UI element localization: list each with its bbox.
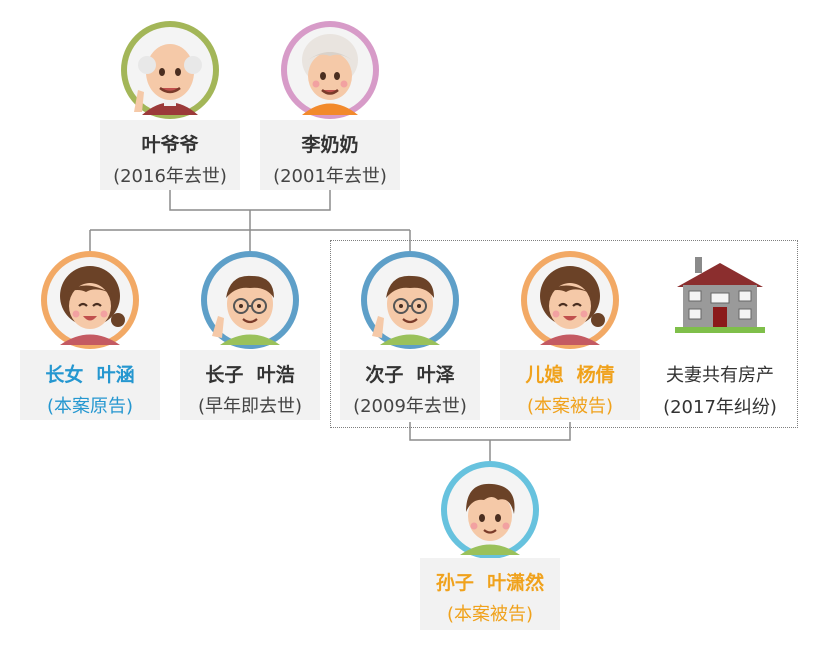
grandson-avatar bbox=[440, 460, 540, 560]
second-son-avatar bbox=[360, 250, 460, 350]
grandpa-note: (2016年去世) bbox=[113, 166, 227, 187]
eldest-daughter-avatar bbox=[40, 250, 140, 350]
grandpa-name: 叶爷爷 bbox=[141, 134, 199, 156]
eldest-son-label: 长子 叶浩 (早年即去世) bbox=[180, 350, 320, 420]
eldest-daughter-name: 长女 叶涵 bbox=[45, 364, 135, 386]
grandpa-label: 叶爷爷 (2016年去世) bbox=[100, 120, 240, 190]
grandson-label: 孙子 叶潇然 (本案被告) bbox=[420, 558, 560, 630]
grandson-name: 孙子 叶潇然 bbox=[435, 572, 545, 594]
eldest-son-note: (早年即去世) bbox=[197, 396, 303, 417]
grandma-note: (2001年去世) bbox=[273, 166, 387, 187]
second-son-household-box bbox=[330, 240, 798, 428]
daughter-in-law-note: (本案被告) bbox=[526, 396, 614, 417]
property-label: 夫妻共有房产 (2017年纠纷) bbox=[645, 360, 795, 424]
grandson-note: (本案被告) bbox=[446, 604, 534, 625]
daughter-in-law-label: 儿媳 杨倩 (本案被告) bbox=[500, 350, 640, 420]
grandpa-avatar bbox=[120, 20, 220, 120]
eldest-son-avatar bbox=[200, 250, 300, 350]
property-title: 夫妻共有房产 bbox=[666, 365, 774, 386]
daughter-in-law-avatar bbox=[520, 250, 620, 350]
house-icon bbox=[673, 255, 767, 341]
grandma-label: 李奶奶 (2001年去世) bbox=[260, 120, 400, 190]
second-son-label: 次子 叶泽 (2009年去世) bbox=[340, 350, 480, 420]
second-son-name: 次子 叶泽 bbox=[365, 364, 455, 386]
eldest-son-name: 长子 叶浩 bbox=[205, 364, 295, 386]
daughter-in-law-name: 儿媳 杨倩 bbox=[525, 364, 615, 386]
grandparents-connector bbox=[169, 190, 331, 211]
grandma-avatar bbox=[280, 20, 380, 120]
grandma-name: 李奶奶 bbox=[301, 134, 359, 156]
eldest-daughter-label: 长女 叶涵 (本案原告) bbox=[20, 350, 160, 420]
second-son-note: (2009年去世) bbox=[353, 396, 467, 417]
eldest-daughter-note: (本案原告) bbox=[46, 396, 134, 417]
property-note: (2017年纠纷) bbox=[663, 397, 777, 418]
